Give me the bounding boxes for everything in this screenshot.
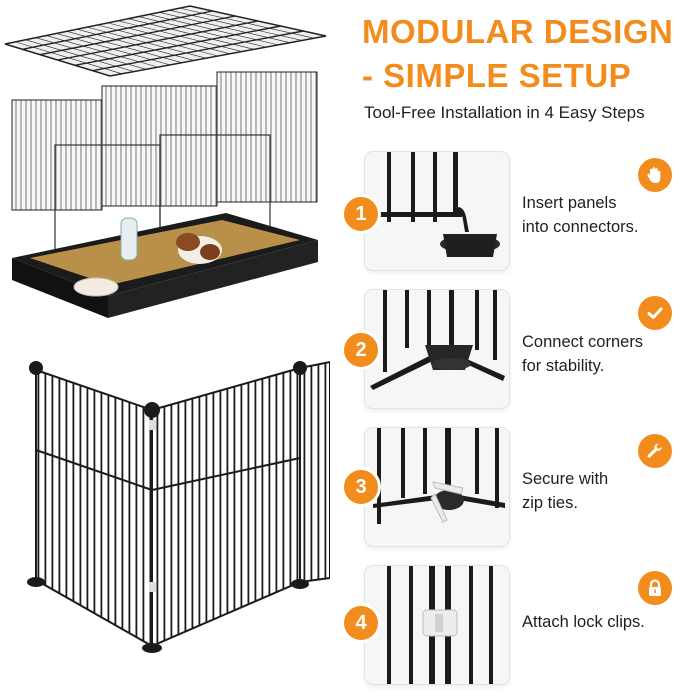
step-2-number-badge: 2 [341,330,381,370]
step-3-number-badge: 3 [341,467,381,507]
water-bottle [120,217,138,261]
step-4-card [365,566,509,684]
step-3-description: Secure with zip ties. [522,467,672,515]
food-bowl [73,277,119,297]
step-1-description: Insert panels into connectors. [522,191,672,239]
step-2-line-2: for stability. [522,357,605,375]
corner-fence-image [0,350,331,688]
step-2-card [365,290,509,408]
step-4-description: Attach lock clips. [522,610,672,634]
checkmark-icon [638,296,672,330]
step-1-line-2: into connectors. [522,218,639,236]
step-3-line-1: Secure with [522,470,609,488]
cage-roof-grid [4,5,327,77]
page-heading: MODULAR DESIGN - SIMPLE SETUP [362,10,674,98]
step-1-line-1: Insert panels [522,194,617,212]
step-4-line-1: Attach lock clips. [522,613,645,631]
step-3-line-2: zip ties. [522,494,578,512]
step-1-card [365,152,509,270]
heading-line-2: - SIMPLE SETUP [362,57,632,94]
cage-walls [11,71,318,266]
wrench-icon [638,434,672,468]
step-1-number-badge: 1 [341,194,381,234]
heading-line-1: MODULAR DESIGN [362,13,674,50]
exploded-cage-image [0,0,330,335]
step-4-number-badge: 4 [341,603,381,643]
lock-icon [638,571,672,605]
step-3-card [365,428,509,546]
step-2-line-1: Connect corners [522,333,644,351]
hand-icon [638,158,672,192]
subtitle: Tool-Free Installation in 4 Easy Steps [364,103,645,122]
step-2-description: Connect corners for stability. [522,330,672,378]
